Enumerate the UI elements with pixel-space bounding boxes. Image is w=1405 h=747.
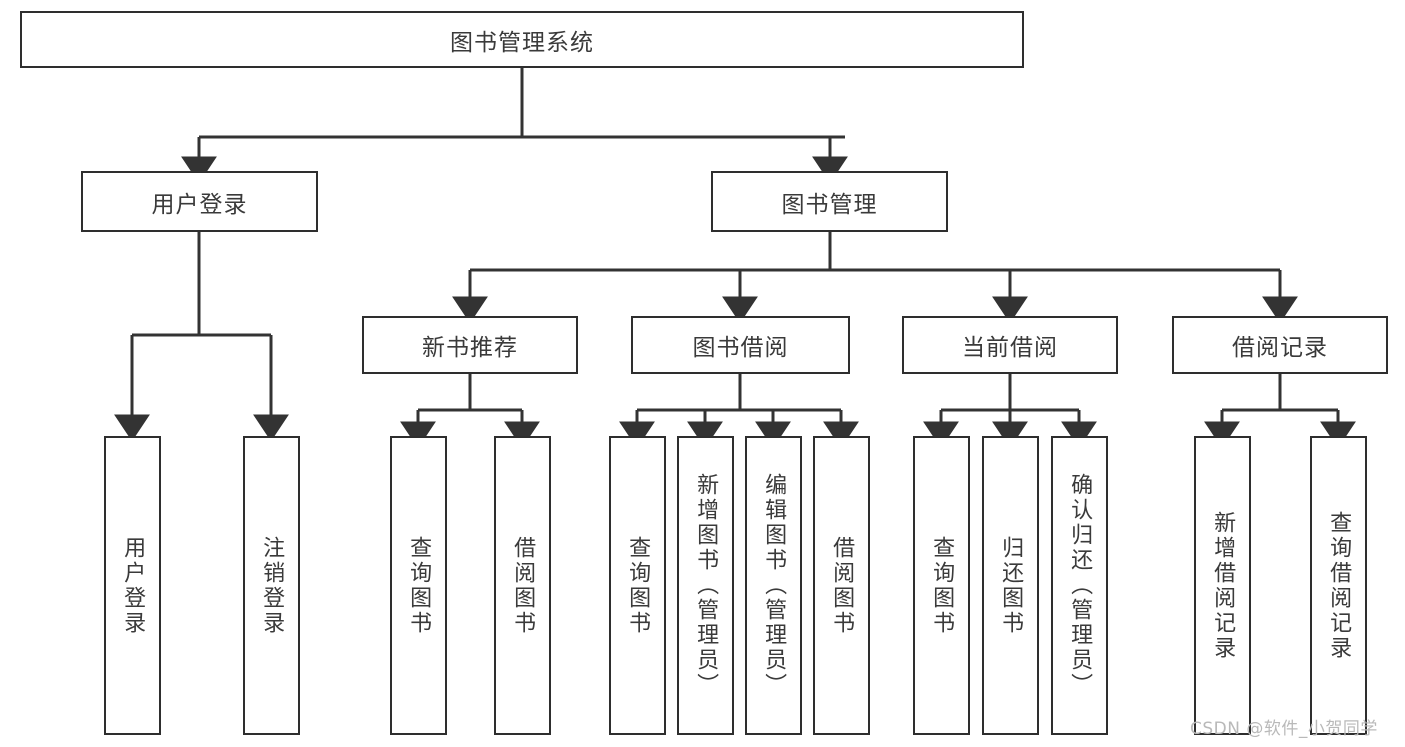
node-user-login[interactable]: 用户登录 [81, 171, 318, 232]
node-current-borrow[interactable]: 当前借阅 [902, 316, 1118, 374]
node-book-management[interactable]: 图书管理 [711, 171, 948, 232]
node-new-book-recommend[interactable]: 新书推荐 [362, 316, 578, 374]
node-leaf-user-logout[interactable]: 注销登录 [243, 436, 300, 735]
node-leaf-return-book[interactable]: 归还图书 [982, 436, 1039, 735]
csdn-watermark: CSDN @软件_小贺同学 [1190, 719, 1378, 739]
node-leaf-edit-book[interactable]: 编辑图书（管理员） [745, 436, 802, 735]
node-leaf-add-record[interactable]: 新增借阅记录 [1194, 436, 1251, 735]
node-leaf-query-book-3[interactable]: 查询图书 [913, 436, 970, 735]
node-leaf-query-record[interactable]: 查询借阅记录 [1310, 436, 1367, 735]
node-leaf-query-book-2[interactable]: 查询图书 [609, 436, 666, 735]
node-root[interactable]: 图书管理系统 [20, 11, 1024, 68]
node-leaf-user-login[interactable]: 用户登录 [104, 436, 161, 735]
node-leaf-borrow-book-2[interactable]: 借阅图书 [813, 436, 870, 735]
node-leaf-add-book[interactable]: 新增图书（管理员） [677, 436, 734, 735]
node-leaf-query-book-1[interactable]: 查询图书 [390, 436, 447, 735]
node-leaf-borrow-book-1[interactable]: 借阅图书 [494, 436, 551, 735]
node-borrow-record[interactable]: 借阅记录 [1172, 316, 1388, 374]
node-book-borrow[interactable]: 图书借阅 [631, 316, 850, 374]
node-leaf-confirm-return[interactable]: 确认归还（管理员） [1051, 436, 1108, 735]
